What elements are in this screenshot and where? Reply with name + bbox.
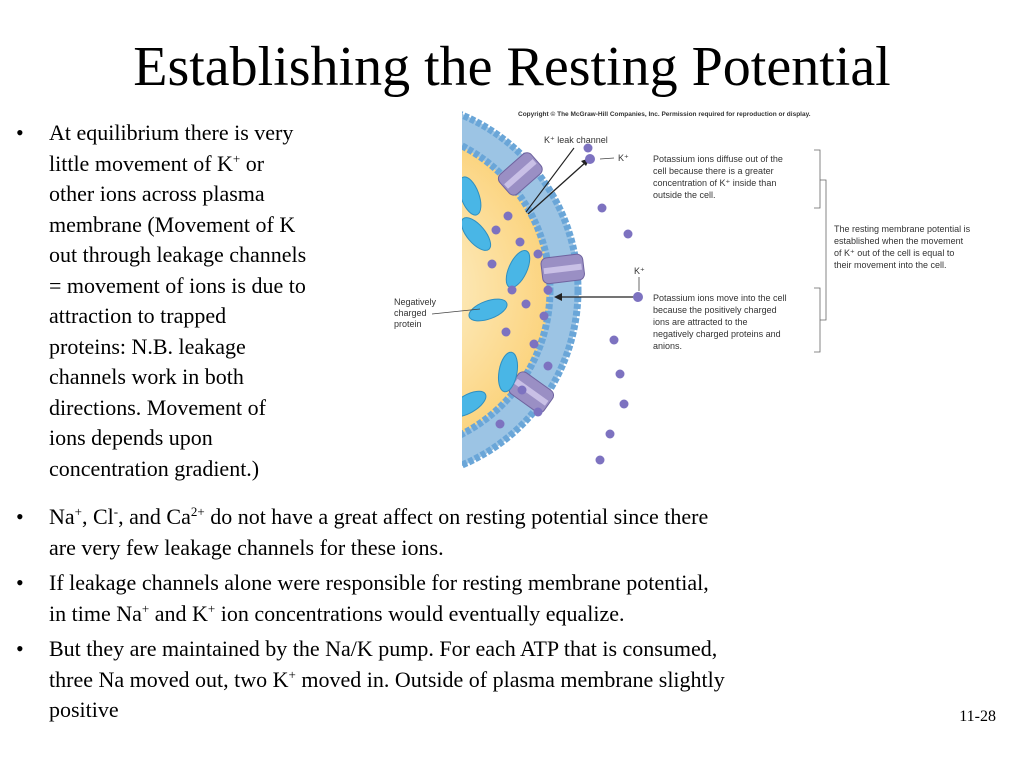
membrane-core: [462, 113, 579, 467]
text-line: directions. Movement of: [49, 394, 266, 420]
k-ion-label: K⁺: [634, 266, 645, 276]
text-line: At equilibrium there is very: [49, 120, 294, 145]
k-ion-label: K⁺: [618, 153, 629, 163]
k-ion-outside: [623, 229, 633, 239]
protein-shape: [462, 390, 487, 418]
bullet-marker: •: [16, 504, 24, 529]
protein-shape: [462, 217, 492, 251]
leak-channel-pore: [504, 159, 537, 189]
membrane-diagram: Copyright © The McGraw-Hill Companies, I…: [394, 110, 971, 469]
k-ion-outside: [605, 429, 615, 439]
diffuse-text-line: outside the cell.: [653, 190, 716, 200]
protein-shape: [468, 298, 508, 322]
move-in-text-line: anions.: [653, 341, 682, 351]
k-ion-inside: [501, 327, 511, 337]
bullet-marker: •: [16, 570, 24, 595]
text-line: in time Na+ and K+ ion concentrations wo…: [49, 600, 625, 626]
k-ion-inside: [507, 285, 517, 295]
protein-label-leader: [431, 308, 481, 315]
outward-arrow: [527, 161, 587, 215]
text-line: = movement of ions is due to: [49, 272, 306, 298]
inward-arrowhead: [554, 293, 562, 301]
k-ion-inside: [543, 361, 553, 371]
diffuse-text-line: Potassium ions diffuse out of the: [653, 154, 783, 164]
protein-label-line: Negatively: [394, 297, 437, 307]
copyright-notice: Copyright © The McGraw-Hill Companies, I…: [518, 110, 811, 118]
resting-text-line: The resting membrane potential is: [834, 224, 971, 234]
move-in-bracket: [814, 287, 821, 353]
k-ion-inside: [521, 299, 531, 309]
cell-section: [462, 111, 633, 469]
k-ion: [585, 154, 595, 164]
protein-label-line: protein: [394, 319, 422, 329]
k-ion-inside: [491, 225, 501, 235]
k-ion-inside: [533, 407, 543, 417]
move-in-text-line: negatively charged proteins and: [653, 329, 781, 339]
protein-shape: [462, 176, 482, 216]
text-line: attraction to trapped: [49, 303, 227, 328]
protein-label-line: charged: [394, 308, 427, 318]
text-line: concentration gradient.): [49, 455, 260, 481]
text-line: positive: [49, 697, 119, 722]
membrane-figure: Copyright © The McGraw-Hill Companies, I…: [388, 104, 1008, 476]
bullet-marker: •: [16, 120, 24, 145]
k-ion: [633, 292, 643, 302]
k-ion-inside: [503, 211, 513, 221]
leak-channels: [497, 152, 585, 414]
bullet-marker: •: [16, 636, 24, 661]
k-ion-outside: [615, 369, 625, 379]
k-label-leader: [599, 157, 615, 160]
leak-channel-pore: [514, 378, 549, 406]
resting-text-line: of K⁺ out of the cell is equal to: [834, 248, 954, 258]
move-in-text-line: because the positively charged: [653, 305, 777, 315]
diffuse-bracket: [814, 149, 821, 209]
leak-channel-label: K⁺ leak channel: [544, 135, 608, 145]
text-line: are very few leakage channels for these …: [49, 534, 444, 560]
bullet-equilibrium: • At equilibrium there is very little mo…: [16, 118, 394, 484]
k-ion-outside: [619, 399, 629, 409]
resting-text-line: their movement into the cell.: [834, 260, 947, 270]
resting-bracket: [820, 179, 827, 321]
leak-channel-pore: [543, 263, 582, 275]
text-line: If leakage channels alone were responsib…: [49, 570, 709, 595]
text-line: But they are maintained by the Na/K pump…: [49, 636, 718, 661]
k-ion-inside: [515, 237, 525, 247]
k-ion-inside: [517, 385, 527, 395]
slide-title: Establishing the Resting Potential: [133, 36, 891, 98]
negatively-charged-proteins: [462, 176, 531, 418]
bullet-list: • At equilibrium there is very little mo…: [16, 118, 929, 726]
text-line: proteins: N.B. leakage: [49, 333, 246, 359]
k-ion-outside: [595, 455, 605, 465]
text-line: little movement of K+ or: [49, 150, 265, 176]
diffuse-text-line: concentration of K⁺ inside than: [653, 178, 776, 188]
k-ion-inside: [495, 419, 505, 429]
potassium-ions: [487, 143, 633, 465]
text-line: membrane (Movement of K: [49, 211, 296, 237]
text-line: out through leakage channels: [49, 242, 307, 267]
text-line: channels work in both: [49, 364, 244, 389]
k-ion-outside: [597, 203, 607, 213]
bullet-leakage-channels: • If leakage channels alone were respons…: [16, 568, 929, 629]
k-ion-inside: [539, 311, 549, 321]
text-line: ions depends upon: [49, 425, 213, 450]
diffuse-text-line: cell because there is a greater: [653, 166, 774, 176]
k-ion-outside: [583, 143, 593, 153]
k-ion-inside: [487, 259, 497, 269]
text-line: Na+, Cl-, and Ca2+ do not have a great a…: [49, 504, 709, 529]
k-ion-inside: [533, 249, 543, 259]
slide-number: 11-28: [959, 708, 996, 725]
text-line: three Na moved out, two K+ moved in. Out…: [49, 666, 725, 692]
k-ion-inside: [529, 339, 539, 349]
resting-text-line: established when the movement: [834, 236, 964, 246]
leak-channel-pointer: [525, 147, 575, 213]
membrane-outer-heads: [462, 111, 582, 469]
text-line: other ions across plasma: [49, 181, 265, 206]
k-ion-outside: [609, 335, 619, 345]
move-in-text-line: ions are attracted to the: [653, 317, 748, 327]
move-in-text-line: Potassium ions move into the cell: [653, 293, 787, 303]
bullet-other-ions: • Na+, Cl-, and Ca2+ do not have a great…: [16, 502, 929, 563]
k-ion-inside: [543, 285, 553, 295]
bullet-na-k-pump: • But they are maintained by the Na/K pu…: [16, 634, 929, 726]
protein-shape: [497, 351, 519, 393]
